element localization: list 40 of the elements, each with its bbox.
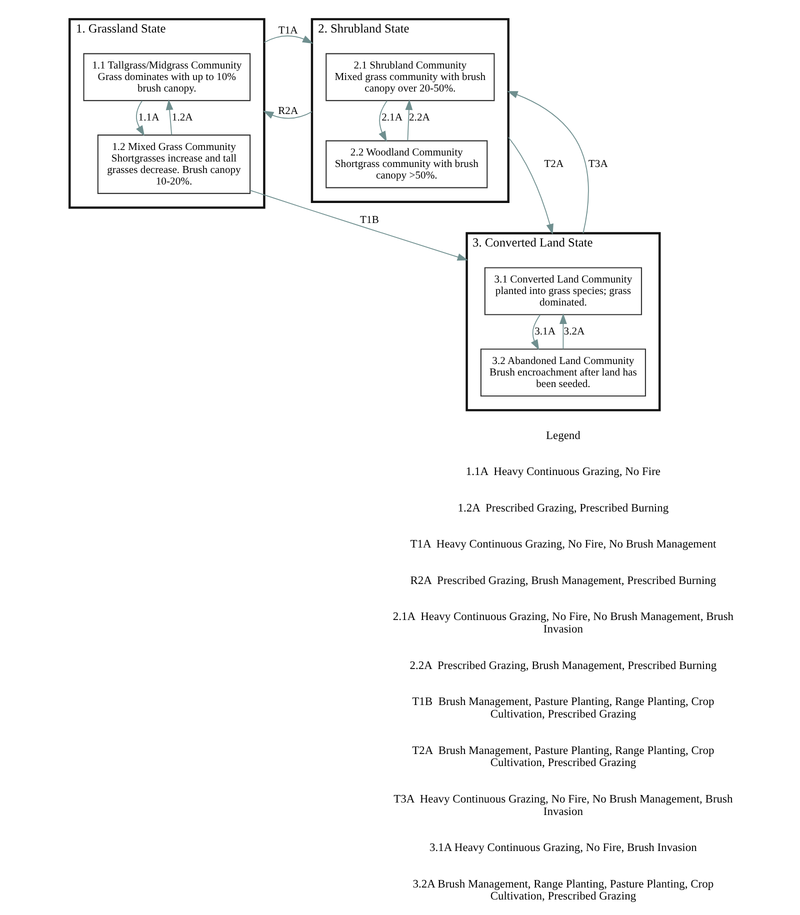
node-box: 3.2 Abandoned Land Community Brush encroachment after land has been seeded. bbox=[480, 348, 646, 397]
arrow bbox=[530, 314, 541, 350]
label: Legend bbox=[546, 430, 580, 442]
arrow bbox=[378, 100, 388, 142]
label: 2.2A Prescribed Grazing, Brush Management, Prescribed Burning bbox=[410, 660, 717, 672]
edge-label: 3.2A bbox=[564, 326, 585, 338]
label: T1A Heavy Continuous Grazing, No Fire, No Brush Management bbox=[410, 538, 716, 551]
label: 1.2A Prescribed Grazing, Prescribed Burning bbox=[458, 502, 669, 514]
arrow bbox=[508, 136, 554, 235]
label: 2.1A Heavy Continuous Grazing, No Fire, No Brush Management, Brush Invasion bbox=[392, 611, 734, 636]
edge-label: 2.2A bbox=[408, 112, 430, 124]
edge-label: 2.1A bbox=[382, 112, 403, 124]
node-box: 2.1 Shrubland Community Mixed grass community with brush canopy over 20-50%. bbox=[326, 53, 495, 102]
arrow bbox=[263, 110, 312, 119]
arrow bbox=[559, 313, 567, 350]
label: T2A Brush Management, Pasture Planting, Range Planting, Crop Cultivation, Prescribed Grazing bbox=[412, 744, 714, 770]
label: 3.2A Brush Management, Range Planting, Pasture Planting, Crop Cultivation, Prescribed Grazing bbox=[412, 878, 714, 903]
edge-label: 3.1A bbox=[534, 326, 556, 338]
node-box: 1.2 Mixed Grass Community Shortgrasses increase and tall grasses decrease. Brush canopy 10-20%. bbox=[97, 134, 251, 194]
label: T1B Brush Management, Pasture Planting, Range Planting, Crop Cultivation, Prescribed Grazing bbox=[412, 696, 714, 720]
node-box: 2.2 Woodland Community Shortgrass community with brush canopy >50%. bbox=[326, 140, 488, 188]
edge-label: T3A bbox=[588, 159, 608, 170]
arrow bbox=[136, 100, 145, 136]
arrow bbox=[166, 99, 174, 136]
node-box: 3.1 Converted Land Community planted into grass species; grass dominated. bbox=[484, 267, 642, 316]
arrow bbox=[405, 99, 413, 142]
edge-label: T1A bbox=[278, 25, 298, 36]
label: 3.1A Heavy Continuous Grazing, No Fire, Brush Invasion bbox=[430, 842, 697, 854]
edge-label: 1.2A bbox=[172, 112, 193, 124]
edge-label: R2A bbox=[278, 106, 298, 117]
edge-label: 1.1A bbox=[138, 112, 160, 124]
label: R2A Prescribed Grazing, Brush Management, Prescribed Burning bbox=[410, 574, 716, 587]
arrow bbox=[507, 91, 589, 234]
label: T3A Heavy Continuous Grazing, No Fire, No Brush Management, Brush Invasion bbox=[394, 793, 733, 818]
arrow bbox=[250, 190, 468, 261]
label: 1.1A Heavy Continuous Grazing, No Fire bbox=[466, 466, 660, 478]
node-box: 1.1 Tallgrass/Midgrass Community Grass dominates with up to 10% brush canopy. bbox=[83, 53, 251, 102]
arrow bbox=[264, 36, 314, 44]
edge-label: T2A bbox=[544, 159, 564, 170]
edge-label: T1B bbox=[360, 215, 379, 226]
